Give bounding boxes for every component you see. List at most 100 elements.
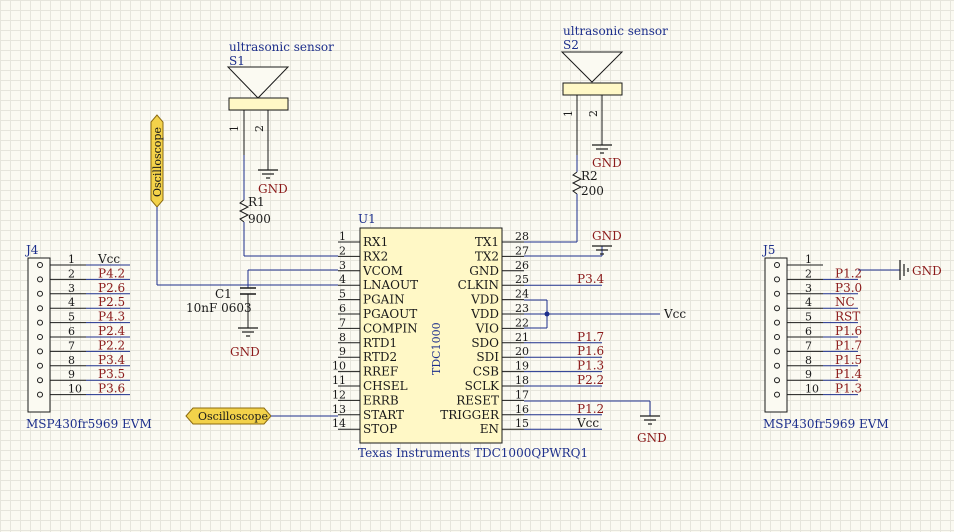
j4-pins-pin-number: 7 (68, 339, 75, 352)
j4-pins-pin-marker (37, 362, 43, 369)
j5-pins-pin-marker (774, 362, 780, 369)
u1-pin-name: PGAOUT (363, 307, 417, 321)
j4-pins-net-label: P2.2 (98, 338, 125, 352)
u1-pin-number: 10 (332, 360, 346, 373)
u1-pin-name: LNAOUT (363, 278, 418, 292)
s2-title: ultrasonic sensor (563, 24, 668, 38)
s1-pin1-label: 1 (228, 125, 241, 132)
r1-value: 900 (248, 212, 271, 226)
u1-pin-number: 13 (332, 403, 346, 416)
u1-pin-name: RESET (456, 393, 499, 407)
j4-pins-net-label: P3.6 (98, 382, 125, 396)
j5-pins-pin-number: 9 (805, 368, 812, 381)
u1-pin-name: VDD (470, 307, 499, 321)
u1-pin-name: TX2 (475, 249, 499, 263)
u1-net-label: P1.6 (577, 344, 604, 358)
u1-pin-name: VCOM (362, 264, 403, 278)
j5-pins-pin-number: 6 (805, 325, 812, 338)
j5-pins-pin-marker (774, 334, 780, 340)
u1-pin-number: 21 (515, 331, 529, 344)
u1-pin-number: 20 (515, 345, 529, 358)
u1-pin-number: 14 (332, 417, 346, 430)
u1-body (359, 227, 503, 444)
u1-pin-number: 3 (339, 259, 346, 272)
u1-pin-name: RTD2 (363, 350, 397, 364)
u1-pin-name: RX1 (363, 235, 388, 249)
j5-designator: J5 (761, 243, 775, 257)
u1-pin-name: RTD1 (363, 336, 397, 350)
j5-pins-pin-marker (774, 319, 780, 326)
u1-pin-name: STOP (363, 422, 397, 436)
u1-net-label: P3.4 (577, 272, 605, 286)
j4-pins-pin-marker (37, 377, 43, 384)
u1-pin-name: TRIGGER (440, 408, 500, 422)
vcc-net-label: Vcc (663, 307, 686, 321)
s2-transducer-symbol (560, 51, 624, 83)
u1-pin-name: EN (480, 422, 499, 436)
resistor-r1: R1 900 (238, 155, 338, 257)
u1-pin-name: VDD (470, 293, 499, 307)
u1-pin-name: CSB (473, 365, 499, 379)
c1-gnd-label: GND (230, 345, 260, 359)
j4-pins-pin-marker (37, 276, 43, 283)
u1-pin-number: 11 (332, 374, 346, 387)
u1-pin-name: GND (469, 264, 499, 278)
u1-pin-name: VIO (475, 321, 499, 335)
capacitor-c1: C1 10nF 0603 (186, 269, 338, 328)
u1-pin-number: 8 (339, 331, 346, 344)
u1-pin-number: 4 (339, 273, 346, 286)
s2-designator: S2 (563, 38, 579, 52)
u1-pin-number: 12 (332, 388, 346, 401)
j5-pins-pin-marker (774, 377, 780, 384)
s1-transducer-symbol (226, 66, 290, 99)
j4-pins-pin-number: 1 (68, 253, 75, 266)
u1-pin-number: 24 (515, 288, 529, 301)
u1-pin-number: 26 (515, 259, 529, 272)
r1-designator: R1 (248, 195, 265, 209)
s2-body (562, 82, 623, 96)
j5-pins-pin-number: 7 (805, 339, 812, 352)
j5-pins-net-label: P3.0 (835, 281, 862, 295)
u1-pin-number: 17 (515, 388, 529, 401)
s2-gnd-label: GND (592, 156, 622, 170)
u1-pin-name: PGAIN (363, 293, 405, 307)
j5-pins-net-label: NC (835, 295, 855, 309)
sensor-s2: ultrasonic sensor S2 1 2 (560, 24, 668, 155)
u1-pin-number: 27 (515, 244, 529, 257)
j5-pins-net-label: P1.5 (835, 353, 862, 367)
j4-pins-pin-number: 5 (68, 311, 75, 324)
j4-pins-pin-number: 8 (68, 354, 75, 367)
s1-designator: S1 (229, 54, 245, 68)
j5-pins-net-label: P1.3 (835, 382, 862, 396)
u1-pin-number: 1 (339, 230, 346, 243)
c1-ground-symbol: GND (230, 327, 260, 359)
u1-net-label: P1.2 (577, 402, 604, 416)
s1-ground-symbol: GND (258, 169, 288, 196)
j4-pins-net-label: P2.6 (98, 281, 125, 295)
probe-vertical-label: Oscilloscope (151, 127, 164, 197)
u1-pin-number: 6 (339, 302, 346, 315)
u1-pin-name: COMPIN (363, 321, 418, 335)
j5-pins-pin-number: 4 (805, 296, 812, 309)
j5-pins-pin-marker (774, 276, 780, 283)
s1-pin2-label: 2 (253, 125, 266, 132)
j5-pins-pin-number: 5 (805, 311, 812, 324)
u1-pin-number: 25 (515, 273, 529, 286)
j5-pins-pin-number: 2 (805, 267, 812, 280)
j5-pins-net-label: RST (835, 310, 860, 324)
j5-pins-net-label: P1.7 (835, 338, 862, 352)
u1-pin-number: 18 (515, 374, 529, 387)
sensor-s1: ultrasonic sensor S1 1 2 (226, 40, 334, 170)
j4-pins-net-label: P4.2 (98, 266, 125, 280)
u1-net-label: Vcc (576, 416, 599, 430)
u1-pin-name: SDO (471, 336, 499, 350)
j4-pins-net-label: P2.4 (98, 324, 126, 338)
j4-pins-net-label: P3.5 (98, 367, 125, 381)
u1-pin-name: CLKIN (458, 278, 499, 292)
probe-horizontal-label: Oscilloscope (198, 410, 268, 423)
j4-pins-pin-number: 10 (68, 383, 82, 396)
u1-pin-number: 9 (339, 345, 346, 358)
j5-pins-pin-marker (774, 290, 780, 297)
